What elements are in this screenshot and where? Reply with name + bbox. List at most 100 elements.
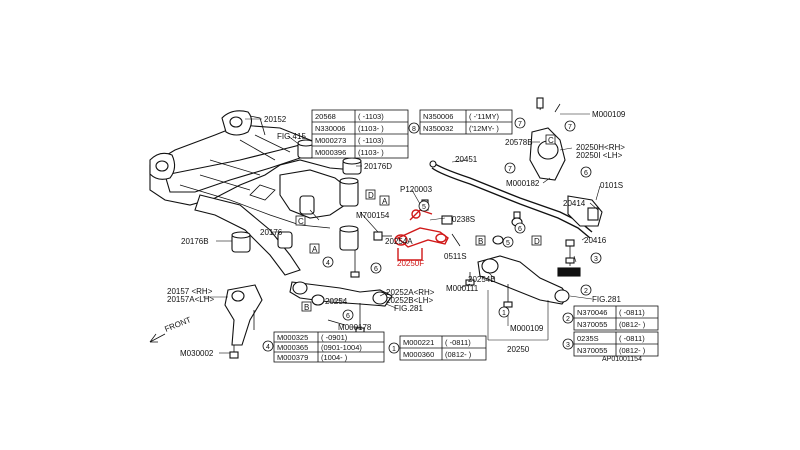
lateral-link-20254 xyxy=(289,281,393,334)
svg-text:M000325: M000325 xyxy=(277,333,308,342)
label-20414: 20414 xyxy=(563,199,586,208)
svg-text:( -0811): ( -0811) xyxy=(619,308,645,317)
callout-b-2: B xyxy=(304,303,309,312)
front-arrow-icon xyxy=(149,333,166,343)
svg-text:M000273: M000273 xyxy=(315,136,346,145)
svg-text:N370055: N370055 xyxy=(577,320,607,329)
label-20250: 20250 xyxy=(507,345,530,354)
callout-d-1: D xyxy=(368,191,374,200)
svg-text:( -1103): ( -1103) xyxy=(358,112,384,121)
svg-text:M000396: M000396 xyxy=(315,148,346,157)
label-20254: 20254 xyxy=(325,297,348,306)
subframe-bushings xyxy=(231,139,362,278)
svg-text:M000360: M000360 xyxy=(403,350,434,359)
svg-text:M000379: M000379 xyxy=(277,353,308,362)
label-20157a: 20157A<LH> xyxy=(167,295,214,304)
label-20252b: 20252B<LH> xyxy=(386,296,433,305)
svg-text:3: 3 xyxy=(566,342,570,349)
label-m000111: M000111 xyxy=(446,284,479,293)
label-0511s: 0511S xyxy=(444,252,467,261)
circle-1: 1 xyxy=(502,310,506,317)
label-20578b: 20578B xyxy=(505,138,533,147)
svg-text:( -0811): ( -0811) xyxy=(445,338,471,347)
label-m000109-bottom: M000109 xyxy=(510,324,544,333)
circle-5: 5 xyxy=(422,204,426,211)
stabilizer-bar xyxy=(429,160,593,239)
label-fig415: FIG.415 xyxy=(277,132,306,141)
svg-text:( -0901): ( -0901) xyxy=(321,333,348,342)
svg-text:8: 8 xyxy=(412,126,416,133)
circle-6c: 6 xyxy=(518,226,522,233)
label-m700154: M700154 xyxy=(356,211,390,220)
table-bottom-right-upper: N370046 ( -0811) N370055 (0812- ) 2 xyxy=(562,305,659,331)
svg-text:( -0811): ( -0811) xyxy=(619,334,645,343)
label-20451: 20451 xyxy=(455,155,478,164)
callout-c-2: C xyxy=(548,136,554,145)
leader-lines xyxy=(203,113,601,354)
label-20250i: 20250I <LH> xyxy=(576,151,623,160)
svg-text:(1103- ): (1103- ) xyxy=(358,124,384,133)
svg-text:N350032: N350032 xyxy=(423,124,453,133)
svg-text:N370046: N370046 xyxy=(577,308,607,317)
label-m000182: M000182 xyxy=(506,179,540,188)
callout-d-2: D xyxy=(534,237,540,246)
circle-2: 2 xyxy=(584,288,588,295)
table-bottom-left: M000325 ( -0901) M000365 (0901-1004) M00… xyxy=(262,331,385,363)
label-20250h: 20250H<RH> xyxy=(576,143,625,152)
label-20254a: 20254A xyxy=(385,237,413,246)
label-20152: 20152 xyxy=(264,115,287,124)
svg-text:20568: 20568 xyxy=(315,112,336,121)
label-0101s: 0101S xyxy=(600,181,623,190)
callout-a-1: A xyxy=(382,197,388,206)
label-20250f: 20250F xyxy=(397,259,424,268)
callout-a-2: A xyxy=(312,245,318,254)
svg-text:M000365: M000365 xyxy=(277,343,308,352)
svg-text:(0901-1004): (0901-1004) xyxy=(321,343,362,352)
callout-b-1: B xyxy=(478,237,483,246)
label-20176: 20176 xyxy=(260,228,283,237)
svg-text:(1004- ): (1004- ) xyxy=(321,353,348,362)
svg-text:('12MY- ): ('12MY- ) xyxy=(469,124,499,133)
svg-text:(1103- ): (1103- ) xyxy=(358,148,384,157)
label-p120003: P120003 xyxy=(400,185,433,194)
circle-7b: 7 xyxy=(568,124,572,131)
table-top-left: 20568 ( -1103) N330006 (1103- ) M000273 … xyxy=(311,109,420,159)
circle-6d: 6 xyxy=(584,170,588,177)
label-diagram-code: AP01001154 xyxy=(602,356,642,363)
lower-arm-20250 xyxy=(465,211,581,308)
label-fig281-left: FIG.281 xyxy=(394,304,423,313)
circle-7: 7 xyxy=(508,166,512,173)
svg-text:( -1103): ( -1103) xyxy=(358,136,384,145)
callout-c-1: C xyxy=(298,217,304,226)
table-bottom-middle: M000221 ( -0811) M000360 (0812- ) 1 xyxy=(388,335,487,361)
highlighted-link-20250f xyxy=(394,209,449,261)
table-bottom-right-lower: 0235S ( -0811) N370055 (0812- ) 3 xyxy=(562,331,659,357)
svg-text:M000221: M000221 xyxy=(403,338,434,347)
svg-text:1: 1 xyxy=(392,346,396,353)
label-0238s: 0238S xyxy=(452,215,475,224)
svg-text:4: 4 xyxy=(266,344,270,351)
svg-text:(0812- ): (0812- ) xyxy=(619,320,646,329)
svg-text:(0812- ): (0812- ) xyxy=(619,346,646,355)
lower-link-left xyxy=(224,284,263,359)
label-20252a: 20252A<RH> xyxy=(386,288,435,297)
rear-knuckle-assembly xyxy=(529,97,603,227)
svg-text:N330006: N330006 xyxy=(315,124,345,133)
numbered-circles: 4 6 6 5 7 6 5 7 6 3 2 1 xyxy=(322,120,602,321)
svg-text:(0812- ): (0812- ) xyxy=(445,350,472,359)
label-m000178: M000178 xyxy=(338,323,372,332)
svg-text:N370055: N370055 xyxy=(577,346,607,355)
circle-5b: 5 xyxy=(506,240,510,247)
circle-6: 6 xyxy=(374,266,378,273)
svg-text:( -'11MY): ( -'11MY) xyxy=(469,112,500,121)
svg-text:0235S: 0235S xyxy=(577,334,599,343)
circle-6b: 6 xyxy=(346,313,350,320)
circle-4: 4 xyxy=(326,260,330,267)
label-20416: 20416 xyxy=(584,236,607,245)
label-20176d: 20176D xyxy=(364,162,392,171)
circle-3: 3 xyxy=(594,256,598,263)
label-fig281-right: FIG.281 xyxy=(592,295,621,304)
table-top-right: N350006 ( -'11MY) N350032 ('12MY- ) 7 xyxy=(419,109,526,135)
label-m000109-top: M000109 xyxy=(592,110,626,119)
